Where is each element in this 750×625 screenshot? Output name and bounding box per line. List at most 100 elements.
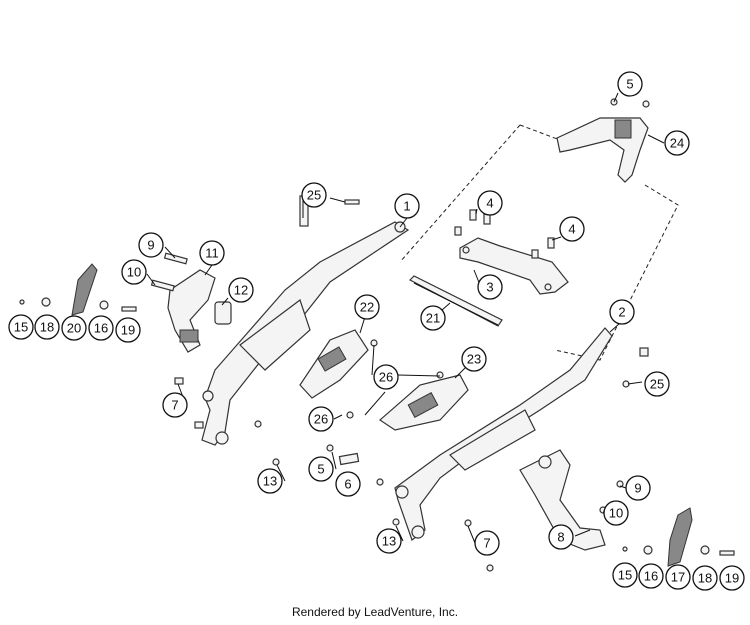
callout-circle	[461, 346, 487, 372]
callout-circle	[301, 182, 327, 208]
callout-circle	[8, 314, 34, 340]
callout-number: 3	[486, 280, 493, 295]
callout-number: 4	[486, 196, 493, 211]
callout-circle	[373, 364, 399, 390]
callout-13: 13	[376, 528, 402, 554]
callout-number: 25	[307, 188, 321, 203]
bolts-part-4	[454, 209, 555, 259]
callout-number: 21	[426, 311, 440, 326]
callout-number: 13	[263, 474, 277, 489]
callout-18: 18	[34, 314, 60, 340]
callout-circle	[88, 315, 114, 341]
callout-circle	[420, 305, 446, 331]
callout-circle	[335, 471, 361, 497]
callout-circle	[609, 299, 635, 325]
bar-part-21	[408, 275, 503, 327]
callout-number: 1	[403, 199, 410, 214]
callout-circle	[121, 259, 147, 285]
callout-circle	[559, 216, 585, 242]
callout-16: 16	[638, 563, 664, 589]
callout-5: 5	[308, 456, 334, 482]
callout-23: 23	[461, 346, 487, 372]
callout-circle	[115, 317, 141, 343]
callout-13: 13	[257, 468, 283, 494]
callout-2: 2	[609, 299, 635, 325]
callout-number: 20	[67, 321, 81, 336]
callout-number: 23	[467, 352, 481, 367]
footpeg-left-part-20	[71, 263, 98, 316]
callout-11: 11	[199, 240, 225, 266]
callout-number: 9	[147, 238, 154, 253]
callout-20: 20	[61, 315, 87, 341]
callout-circle	[692, 565, 718, 591]
callout-9: 9	[625, 475, 651, 501]
callout-number: 11	[205, 246, 219, 261]
callout-circle	[477, 190, 503, 216]
callout-number: 7	[483, 536, 490, 551]
callout-number: 22	[360, 300, 374, 315]
callout-1: 1	[394, 193, 420, 219]
callout-circle	[354, 294, 380, 320]
assembly-dashed-lines	[399, 124, 679, 361]
callout-15: 15	[8, 314, 34, 340]
callout-circle	[625, 475, 651, 501]
callout-25: 25	[301, 182, 327, 208]
callout-number: 19	[725, 571, 739, 586]
rear-bracket-part-24	[556, 98, 650, 183]
callout-circle	[719, 565, 745, 591]
callout-number: 12	[234, 283, 248, 298]
lever-group-part-11-12	[167, 269, 232, 353]
callout-number: 10	[609, 506, 623, 521]
callout-circle	[638, 563, 664, 589]
callout-number: 8	[557, 530, 564, 545]
callout-15: 15	[612, 562, 638, 588]
callout-circle	[477, 274, 503, 300]
footpeg-right-part-17	[667, 507, 693, 567]
callout-19: 19	[115, 317, 141, 343]
callout-26: 26	[373, 364, 399, 390]
callout-number: 25	[650, 377, 664, 392]
callout-number: 2	[618, 305, 625, 320]
callout-17: 17	[665, 564, 691, 590]
callout-4: 4	[559, 216, 585, 242]
callout-number: 24	[670, 136, 684, 151]
callout-number: 15	[14, 320, 28, 335]
callout-circle	[228, 277, 254, 303]
callout-circle	[199, 240, 225, 266]
callout-number: 26	[314, 412, 328, 427]
callout-8: 8	[548, 524, 574, 550]
callout-number: 4	[568, 222, 575, 237]
callout-circle	[474, 530, 500, 556]
callout-circle	[603, 500, 629, 526]
callout-21: 21	[420, 305, 446, 331]
callout-number: 16	[644, 569, 658, 584]
side-bracket-part-22	[299, 329, 369, 399]
callout-25: 25	[644, 371, 670, 397]
callout-circle	[376, 528, 402, 554]
callout-circle	[61, 315, 87, 341]
callout-number: 7	[171, 398, 178, 413]
callout-26: 26	[308, 406, 334, 432]
callout-number: 19	[121, 323, 135, 338]
callout-number: 18	[40, 320, 54, 335]
render-credit: Rendered by LeadVenture, Inc.	[291, 605, 459, 619]
small-hardware	[19, 195, 735, 572]
callout-number: 17	[671, 570, 685, 585]
callout-number: 15	[618, 568, 632, 583]
callout-19: 19	[719, 565, 745, 591]
callout-7: 7	[474, 530, 500, 556]
callout-7: 7	[162, 392, 188, 418]
callout-22: 22	[354, 294, 380, 320]
frame-rail-left-part-1	[201, 221, 410, 446]
callout-circle	[34, 314, 60, 340]
callout-number: 13	[382, 534, 396, 549]
callout-9: 9	[138, 232, 164, 258]
callout-24: 24	[664, 130, 690, 156]
callout-3: 3	[477, 274, 503, 300]
leader-lines	[146, 92, 665, 544]
callout-number: 6	[344, 477, 351, 492]
callout-circle	[138, 232, 164, 258]
callout-12: 12	[228, 277, 254, 303]
